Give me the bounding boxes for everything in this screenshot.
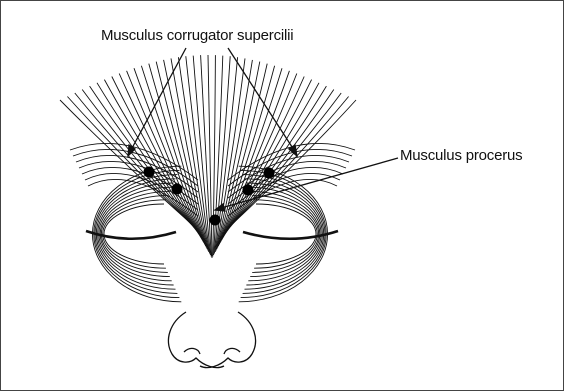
eye-ring-fiber bbox=[99, 187, 172, 281]
corrugator-label: Musculus corrugator supercilii bbox=[101, 27, 293, 44]
marker-right-outer bbox=[264, 168, 275, 179]
eye-ring-fiber bbox=[256, 204, 316, 264]
forehead-muscle-fibers bbox=[60, 55, 356, 258]
eye-ring-fiber bbox=[104, 204, 164, 264]
right-brow-fiber bbox=[228, 149, 352, 186]
procerus-label: Musculus procerus bbox=[400, 147, 522, 164]
marker-procerus bbox=[210, 215, 221, 226]
corrugator-arrow-right bbox=[228, 48, 294, 150]
marker-left-inner bbox=[172, 184, 183, 195]
forehead-fiber bbox=[141, 66, 204, 245]
marker-right-inner bbox=[243, 185, 254, 196]
marker-left-outer bbox=[144, 167, 155, 178]
left-brow-fiber bbox=[73, 149, 198, 186]
forehead-fiber bbox=[220, 68, 282, 243]
forehead-fiber bbox=[218, 64, 267, 246]
forehead-fiber bbox=[164, 60, 208, 249]
eye-ring-fiber bbox=[248, 187, 321, 281]
nose-outline bbox=[168, 312, 255, 368]
